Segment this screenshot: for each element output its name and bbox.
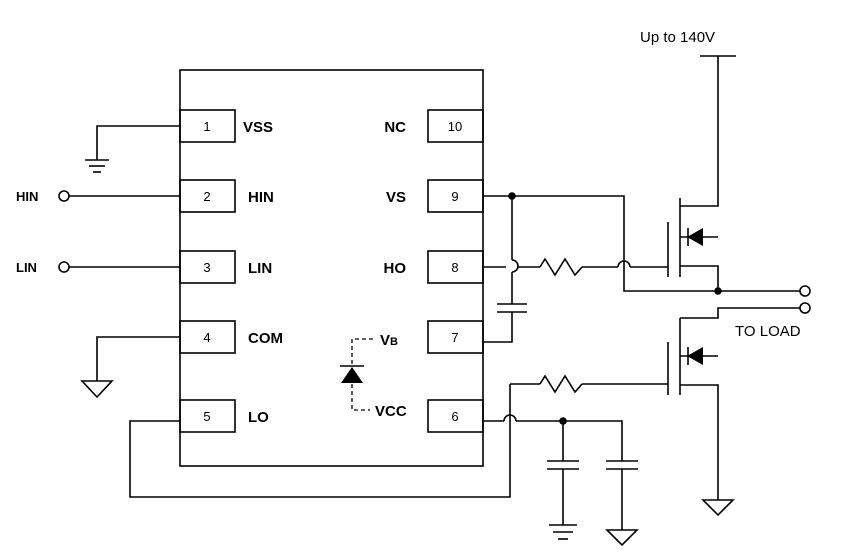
pin-label-ho: HO: [384, 260, 407, 277]
pin-number-3: 3: [203, 260, 210, 275]
low-side-ground-icon: [701, 499, 735, 517]
pin-label-com: COM: [248, 330, 283, 347]
pin-box-6: [427, 399, 484, 433]
hin-terminal-icon: [58, 190, 70, 202]
vcc-label: VCC: [375, 403, 407, 420]
pin-label-lo: LO: [248, 409, 269, 426]
bootstrap-cap-bottom-wire: [483, 312, 513, 343]
high-side-mosfet-source: [680, 265, 719, 291]
vcc-dashed-lead: [351, 384, 370, 411]
high-side-mosfet-diode-icon: [687, 228, 703, 246]
ho-crossover-on-vs-wire: [617, 260, 631, 268]
pin-number-10: 10: [448, 119, 462, 134]
hin-input-label: HIN: [16, 189, 38, 204]
supply-voltage-label: Up to 140V: [640, 29, 715, 46]
bootstrap-diode-icon: [341, 367, 363, 383]
vcc-wire-2: [516, 420, 623, 461]
vb-dashed-lead: [351, 338, 373, 365]
pin-number-2: 2: [203, 189, 210, 204]
load-terminal-bottom-icon: [799, 302, 811, 314]
low-side-mosfet-source: [680, 384, 719, 500]
pin-number-5: 5: [203, 409, 210, 424]
lin-input-label: LIN: [16, 260, 37, 275]
ho-gate-resistor-icon: [539, 257, 583, 277]
vb-label: VB: [380, 332, 398, 349]
vcc-cap2-ground-icon: [605, 529, 639, 547]
load-terminal-top-icon: [799, 285, 811, 297]
pin-box-10: [427, 109, 484, 143]
pin-number-9: 9: [451, 189, 458, 204]
pin-number-4: 4: [203, 330, 210, 345]
ic-body: [179, 69, 484, 467]
vs-wire: [483, 195, 800, 292]
pin-label-lin: LIN: [248, 260, 272, 277]
pin-number-6: 6: [451, 409, 458, 424]
lo-wire: [129, 384, 511, 498]
pin-label-nc: NC: [384, 119, 406, 136]
pin-box-7: [427, 320, 484, 354]
load-label: TO LOAD: [735, 323, 801, 340]
ho-crossover-on-cap-wire: [511, 259, 519, 273]
vss-wire: [96, 125, 180, 160]
low-side-drain-wire: [680, 307, 800, 319]
com-wire: [96, 336, 180, 381]
lin-terminal-icon: [58, 261, 70, 273]
pin-number-1: 1: [203, 119, 210, 134]
high-side-mosfet-drain: [680, 56, 719, 207]
pin-label-vs: VS: [386, 189, 406, 206]
pin-label-hin: HIN: [248, 189, 274, 206]
pin-number-7: 7: [451, 330, 458, 345]
com-ground-icon: [80, 380, 114, 399]
pin-box-5: [179, 399, 236, 433]
pin-number-8: 8: [451, 260, 458, 275]
low-side-mosfet-diode-icon: [687, 347, 703, 365]
lo-crossover-on-vcc-wire: [503, 414, 517, 422]
lo-gate-resistor-icon: [539, 374, 583, 394]
pin-label-vss: VSS: [243, 119, 273, 136]
